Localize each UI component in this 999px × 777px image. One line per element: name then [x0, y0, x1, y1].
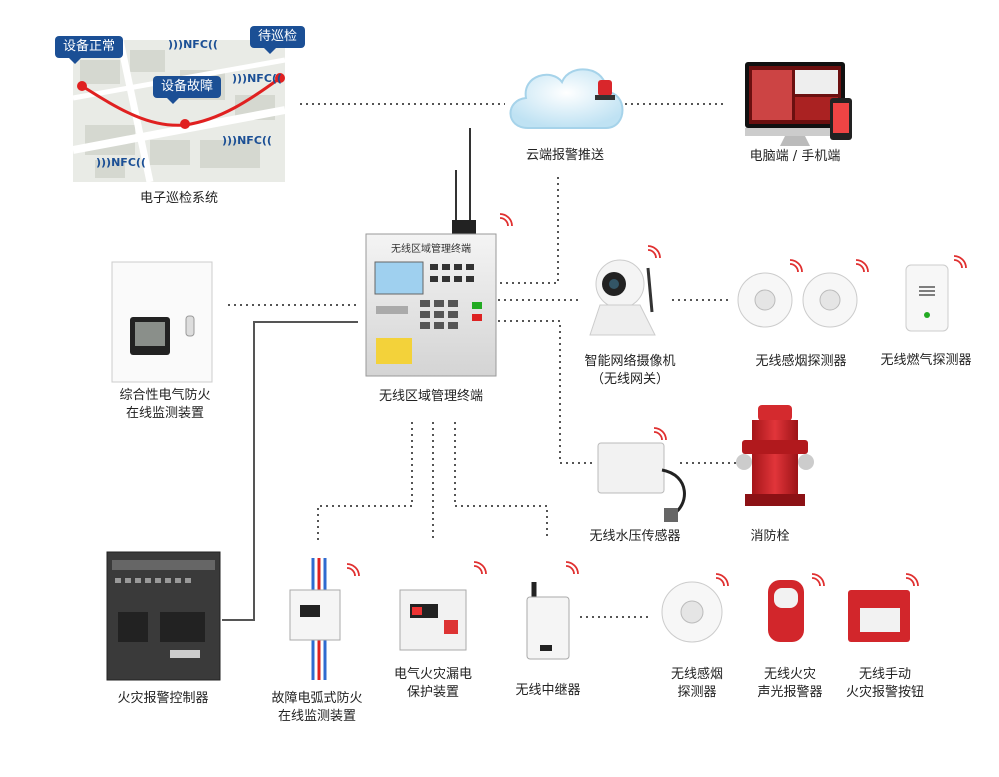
wifi-icon	[855, 259, 869, 273]
label-line: 火灾报警按钮	[845, 685, 924, 700]
label-electric-monitor: 综合性电气防火 在线监测装置	[95, 387, 235, 423]
manual-button-device	[848, 590, 910, 642]
line-terminal-water	[498, 320, 592, 464]
wifi-icon	[789, 259, 803, 273]
terminal-panel-title: 无线区域管理终端	[391, 244, 471, 255]
repeater-device	[526, 582, 570, 660]
wifi-icon	[653, 427, 667, 441]
label-fire-controller: 火灾报警控制器	[117, 691, 209, 706]
patrol-map	[72, 39, 286, 183]
patrol-point-pending	[275, 73, 285, 83]
line-cloud-terminal	[498, 177, 559, 284]
wifi-icon	[565, 561, 579, 575]
nfc-tag: )))NFC((	[232, 72, 282, 85]
label-line: 在线监测装置	[277, 709, 356, 724]
line-controller-terminal	[222, 321, 358, 621]
nfc-tag: )))NFC((	[168, 38, 218, 51]
label-line: 无线手动	[858, 667, 911, 682]
nfc-tag: )))NFC((	[222, 134, 272, 147]
label-line: 保护装置	[406, 685, 459, 700]
smoke-detector-bottom	[661, 581, 723, 643]
leakage-protector-device	[399, 589, 467, 651]
smoke-detector-pair	[737, 272, 858, 328]
cloud-icon	[509, 68, 624, 129]
connection-lines	[222, 103, 745, 621]
fire-controller-device	[106, 551, 221, 681]
label-patrol-system: 电子巡检系统	[139, 191, 218, 206]
label-alarm-light: 无线火灾 声光报警器	[735, 666, 845, 702]
wifi-icon	[811, 573, 825, 587]
patrol-point-fault	[180, 119, 190, 129]
terminal-device	[365, 128, 497, 377]
arc-monitor-device	[289, 558, 341, 680]
wifi-icon	[647, 245, 661, 259]
status-fault-bubble: 设备故障	[153, 76, 222, 104]
label-line: 在线监测装置	[125, 406, 204, 421]
wifi-icon	[715, 573, 729, 587]
wifi-icon	[905, 573, 919, 587]
wifi-icon	[953, 255, 967, 269]
label-line: （无线网关）	[590, 372, 669, 387]
camera-device	[589, 259, 656, 336]
wifi-indicators	[346, 213, 967, 587]
status-normal-bubble: 设备正常	[55, 36, 124, 64]
status-pending-bubble: 待巡检	[250, 26, 306, 54]
label-line: 智能网络摄像机	[584, 354, 676, 369]
water-sensor-device	[597, 442, 686, 522]
label-cloud-alarm: 云端报警推送	[525, 148, 604, 163]
label-smoke-detector: 无线感烟探测器	[755, 354, 847, 369]
label-pc-mobile: 电脑端 / 手机端	[749, 149, 841, 164]
nfc-tag: )))NFC((	[96, 156, 146, 169]
gas-detector-device	[905, 264, 949, 332]
label-water-sensor: 无线水压传感器	[589, 529, 681, 544]
label-manual-button: 无线手动 火灾报警按钮	[820, 666, 950, 702]
label-line: 故障电弧式防火	[271, 691, 363, 706]
label-leakage-protector: 电气火灾漏电 保护装置	[373, 666, 493, 702]
line-terminal-arc	[317, 422, 413, 540]
electric-monitor-device	[111, 261, 213, 383]
label-camera: 智能网络摄像机 （无线网关）	[560, 353, 700, 389]
alarm-light-device	[768, 580, 804, 642]
patrol-point-normal	[77, 81, 87, 91]
hydrant-icon	[736, 405, 814, 506]
label-line: 综合性电气防火	[119, 388, 211, 403]
pc-mobile-icon	[745, 62, 852, 146]
wifi-icon	[473, 561, 487, 575]
wifi-icon	[346, 563, 360, 577]
label-gas-detector: 无线燃气探测器	[880, 353, 972, 368]
label-line: 声光报警器	[757, 685, 823, 700]
label-terminal: 无线区域管理终端	[378, 389, 483, 404]
label-arc-monitor: 故障电弧式防火 在线监测装置	[252, 690, 382, 726]
label-line: 电气火灾漏电	[393, 667, 472, 682]
line-terminal-repeater	[454, 422, 548, 540]
label-hydrant: 消防栓	[750, 529, 790, 544]
wifi-icon	[499, 213, 513, 227]
label-smoke-detector-bottom: 无线感烟 探测器	[652, 666, 742, 702]
label-line: 探测器	[677, 685, 717, 700]
label-line: 无线感烟	[670, 667, 723, 682]
label-line: 无线火灾	[763, 667, 816, 682]
label-repeater: 无线中继器	[515, 683, 581, 698]
